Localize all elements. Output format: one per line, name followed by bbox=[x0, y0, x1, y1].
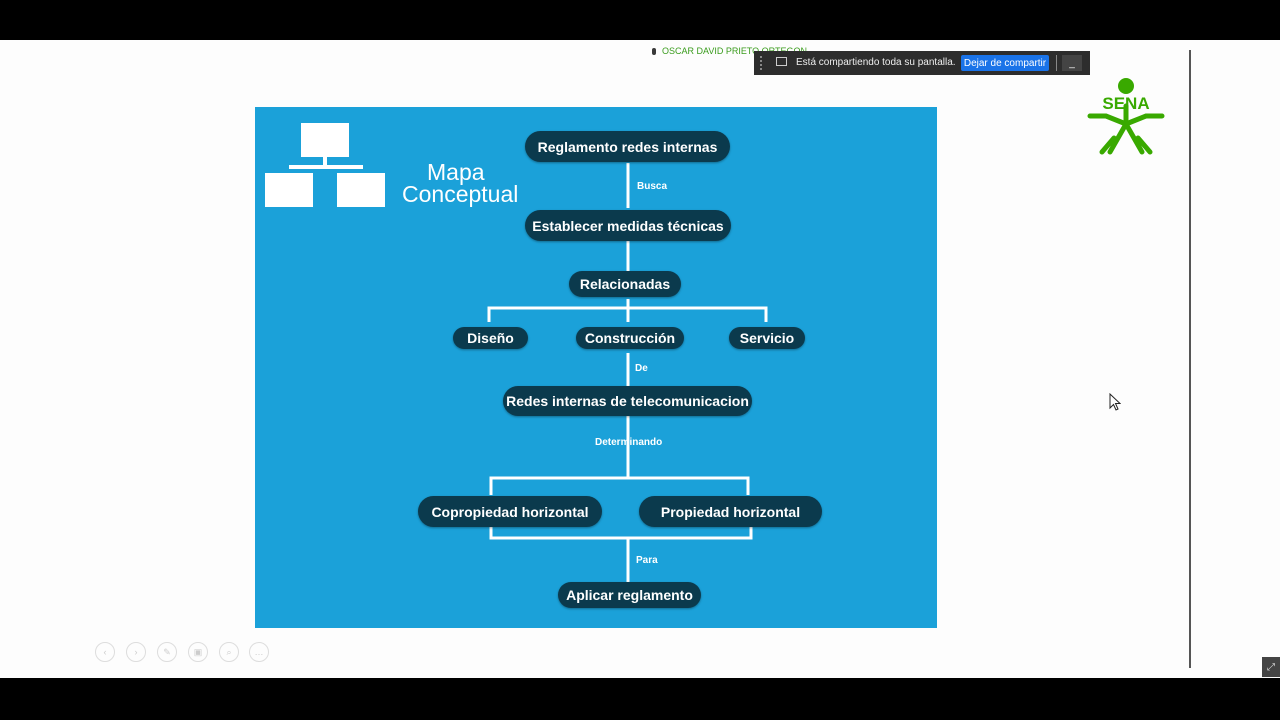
screen-share-bar: Está compartiendo toda su pantalla. Deja… bbox=[754, 51, 1090, 75]
presenter-label: OSCAR DAVID PRIETO ORTEGON bbox=[652, 46, 812, 60]
link-label-busca: Busca bbox=[637, 181, 668, 192]
zoom-button[interactable]: ⌕ bbox=[219, 642, 239, 662]
node-propiedad-horizontal: Propiedad horizontal bbox=[639, 496, 822, 527]
next-slide-button[interactable]: › bbox=[126, 642, 146, 662]
concept-map-connectors bbox=[487, 163, 768, 584]
minimize-button[interactable]: _ bbox=[1062, 55, 1082, 71]
sena-logo: SENA bbox=[1084, 76, 1168, 156]
node-establecer-medidas-tecnicas: Establecer medidas técnicas bbox=[525, 210, 731, 241]
link-label-determinando: Determinando bbox=[595, 437, 663, 448]
stop-sharing-button[interactable]: Dejar de compartir bbox=[961, 55, 1049, 71]
more-options-button[interactable]: … bbox=[249, 642, 269, 662]
drag-handle-icon[interactable] bbox=[760, 56, 765, 70]
slide-title-line2: Conceptual bbox=[402, 181, 519, 207]
node-copropiedad-horizontal: Copropiedad horizontal bbox=[418, 496, 602, 527]
node-aplicar-reglamento: Aplicar reglamento bbox=[558, 582, 701, 608]
org-chart-icon bbox=[265, 123, 385, 207]
previous-slide-button[interactable]: ‹ bbox=[95, 642, 115, 662]
fullscreen-button[interactable]: ⤢ bbox=[1262, 657, 1280, 677]
link-label-para: Para bbox=[636, 555, 658, 566]
pen-tool-button[interactable]: ✎ bbox=[157, 642, 177, 662]
node-redes-internas-telecomunicacion: Redes internas de telecomunicacion bbox=[503, 386, 752, 416]
node-reglamento-redes-internas: Reglamento redes internas bbox=[525, 131, 730, 162]
presenter-name: OSCAR DAVID PRIETO ORTEGON bbox=[662, 46, 808, 56]
node-diseno: Diseño bbox=[453, 327, 528, 349]
see-all-slides-button[interactable]: ▣ bbox=[188, 642, 208, 662]
divider bbox=[1056, 55, 1057, 71]
node-construccion: Construcción bbox=[576, 327, 684, 349]
sena-logo-text: SENA bbox=[1102, 94, 1150, 113]
slide-title-line1: Mapa bbox=[427, 159, 485, 185]
link-label-de: De bbox=[635, 363, 648, 374]
screen-share-icon bbox=[776, 57, 787, 66]
window-edge-divider bbox=[1189, 50, 1191, 668]
share-status-text: Está compartiendo toda su pantalla. bbox=[796, 57, 956, 68]
mouse-cursor-icon bbox=[1109, 393, 1121, 411]
microphone-icon bbox=[652, 48, 656, 55]
node-servicio: Servicio bbox=[729, 327, 805, 349]
sena-logo-mark bbox=[1087, 78, 1165, 155]
presentation-slide: Mapa Conceptual Reglamento redes interna… bbox=[255, 107, 937, 628]
node-relacionadas: Relacionadas bbox=[569, 271, 681, 297]
